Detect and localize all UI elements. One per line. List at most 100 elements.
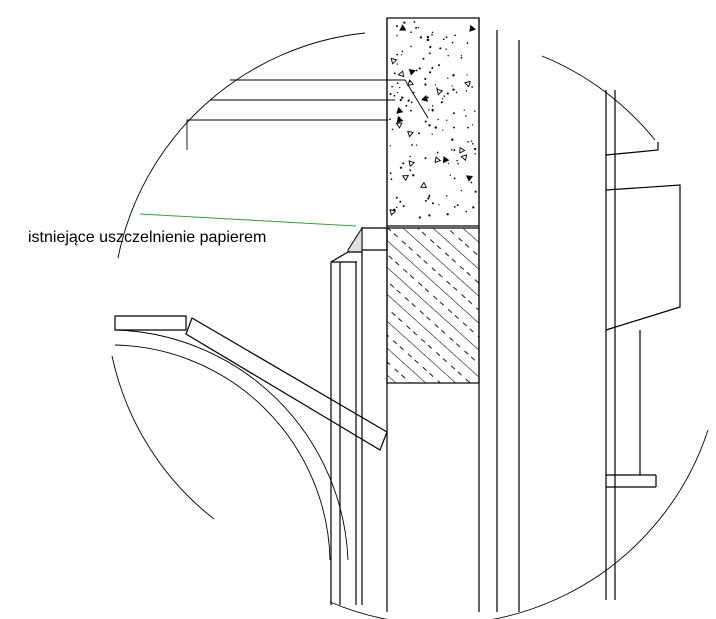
aggregate-dot (446, 213, 449, 216)
aggregate-dot (431, 67, 434, 69)
aggregate-dot (456, 204, 459, 206)
aggregate-dot (447, 162, 450, 165)
aggregate-dot (422, 57, 425, 60)
aggregate-dot (454, 34, 456, 37)
aggregate-dot (471, 143, 474, 145)
aggregate-dot (424, 77, 427, 80)
aggregate-dot (396, 206, 398, 208)
aggregate-dot (417, 132, 420, 135)
aggregate-dot (452, 88, 455, 91)
aggregate-dot (451, 41, 454, 44)
aggregate-pattern (389, 21, 477, 219)
aggregate-dot (466, 42, 469, 44)
aggregate-dot (415, 144, 418, 146)
detail-boundary-circle (111, 32, 709, 619)
aggregate-triangle (459, 146, 466, 154)
aggregate-dot (470, 140, 473, 142)
aggregate-dot (445, 36, 448, 39)
aggregate-dot (428, 52, 431, 55)
aggregate-dot (426, 35, 430, 39)
aggregate-triangle (396, 107, 404, 114)
aggregate-dot (391, 85, 393, 88)
aggregate-dot (434, 84, 437, 86)
aggregate-dot (408, 99, 410, 101)
aggregate-dot (409, 169, 411, 171)
aggregate-triangle (408, 69, 416, 76)
aggregate-dot (396, 25, 398, 28)
aggregate-dot (463, 109, 465, 111)
aggregate-dot (402, 162, 405, 165)
aggregate-dot (389, 145, 391, 147)
aggregate-dot (467, 126, 469, 129)
aggregate-dot (418, 216, 421, 219)
aggregate-dot (436, 151, 439, 154)
aggregate-dot (452, 74, 455, 77)
aggregate-dot (418, 67, 421, 70)
aggregate-dot (417, 26, 420, 29)
aggregate-dot (424, 157, 427, 160)
aggregate-dot (426, 38, 430, 42)
aggregate-dot (396, 63, 399, 65)
leader-lines (186, 79, 429, 150)
aggregate-dot (431, 202, 434, 205)
aggregate-dot (426, 96, 429, 99)
aggregate-dot (438, 64, 440, 67)
aggregate-dot (474, 153, 476, 155)
aggregate-dot (442, 129, 444, 131)
aggregate-dot (453, 149, 456, 152)
aggregate-dot (396, 53, 399, 56)
aggregate-dot (428, 214, 431, 217)
aggregate-dot (413, 21, 416, 23)
aggregate-dot (419, 36, 423, 39)
aggregate-dot (391, 128, 394, 131)
aggregate-dot (438, 204, 440, 206)
aggregate-triangle (390, 57, 398, 65)
aggregate-dot (410, 101, 413, 104)
aggregate-dot (412, 174, 415, 177)
aggregate-dot (429, 45, 432, 49)
aggregate-dot (452, 126, 455, 129)
aggregate-dot (436, 87, 438, 89)
aggregate-dot (453, 177, 456, 180)
aggregate-dot (451, 138, 454, 141)
aggregate-dot (399, 98, 402, 102)
aggregate-dot (452, 112, 455, 115)
aggregate-dot (465, 115, 467, 117)
aggregate-triangle (389, 209, 397, 216)
aggregate-dot (449, 174, 451, 176)
aggregate-dot (446, 119, 448, 121)
aggregate-dot (450, 149, 453, 151)
aggregate-dot (460, 56, 463, 59)
aggregate-dot (389, 172, 392, 175)
aggregate-triangle (407, 79, 415, 86)
aggregate-dot (434, 126, 437, 129)
aggregate-dot (403, 21, 406, 24)
aggregate-triangle (401, 175, 410, 182)
aggregate-dot (401, 54, 403, 56)
aggregate-dot (467, 140, 469, 143)
door-frame (330, 251, 363, 605)
aggregate-triangle (469, 24, 476, 32)
aggregate-dot (455, 91, 458, 94)
aggregate-dot (472, 206, 475, 209)
aggregate-dot (410, 45, 412, 48)
aggregate-dot (399, 166, 403, 169)
aggregate-dot (389, 118, 391, 121)
aggregate-dot (428, 71, 432, 74)
aggregate-dot (471, 86, 473, 88)
aggregate-dot (451, 85, 453, 87)
aggregate-dot (474, 147, 477, 151)
aggregate-dot (440, 101, 443, 104)
aggregate-dot (439, 47, 442, 50)
aggregate-dot (396, 82, 399, 84)
aggregate-triangle (442, 156, 450, 164)
aggregate-dot (427, 197, 430, 200)
aggregate-dot (411, 144, 413, 146)
concrete-layer (386, 17, 480, 227)
aggregate-triangle (396, 116, 404, 124)
aggregate-dot (409, 155, 411, 158)
aggregate-dot (424, 120, 427, 123)
aggregate-dot (431, 33, 433, 36)
aggregate-triangle (460, 154, 468, 162)
